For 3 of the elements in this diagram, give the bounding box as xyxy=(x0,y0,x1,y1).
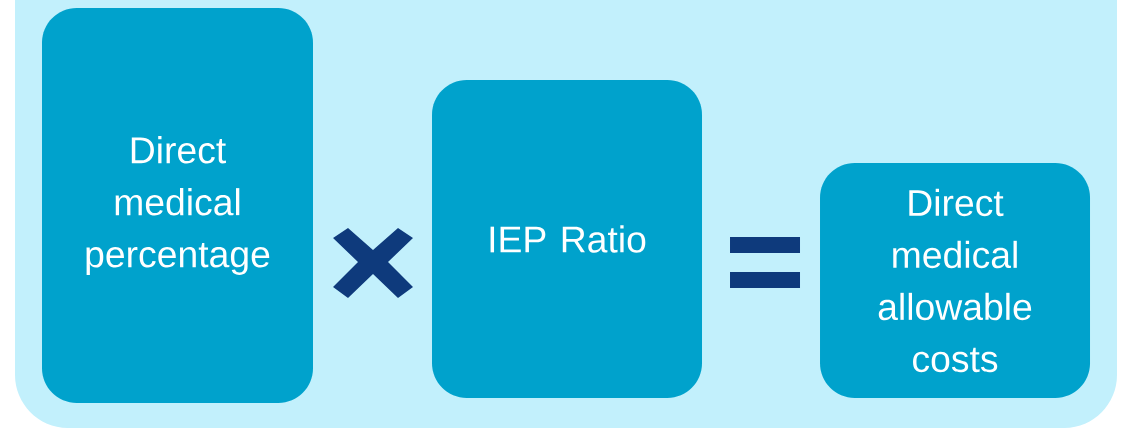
rounded-box: Direct medical allowable costs xyxy=(820,163,1090,398)
rounded-box: IEP Ratio xyxy=(432,80,702,398)
rounded-box: Direct medical percentage xyxy=(42,8,313,403)
